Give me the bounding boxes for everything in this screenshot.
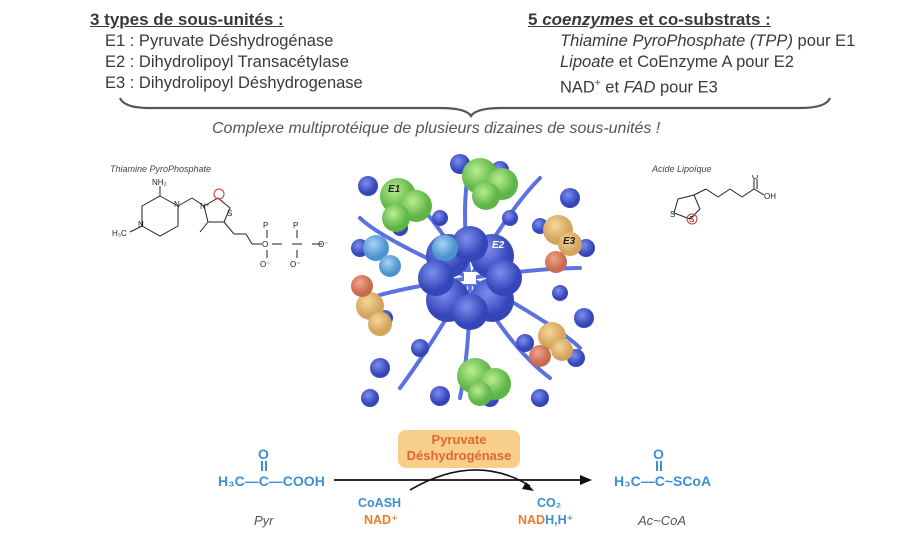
label-e3: E3 [563,236,576,247]
acetylcoa-formula: H₃C—C~SCoA [614,473,712,489]
coash-label: CoASH [358,496,402,510]
label-e1: E1 [388,184,401,195]
acetylcoa-double-bond-a [656,461,658,471]
nadh-nad-part: NAD [518,513,546,527]
reaction-arrows [334,469,592,491]
tpp-atom-h3c: H₃C [112,229,127,238]
tpp-atom-om2: O⁻ [290,260,300,269]
acetylcoa-carbonyl-o: O [653,446,664,462]
coenzymes-header: 5 coenzymes et co-substrats : [528,10,771,30]
complex-subtitle: Complexe multiprotéique de plusieurs diz… [212,120,661,137]
coenzymes-word: coenzymes [542,10,634,29]
fad-name: FAD [623,78,656,97]
lipoic-atom-s2: S [689,215,694,224]
acetylcoa-double-bond-b [660,461,662,471]
co2-label: CO₂ [537,496,562,510]
coenzymes-rest: et co-substrats : [633,10,771,29]
pyruvate-double-bond-a [261,461,263,471]
side-arrow-head [522,482,534,491]
subunit-e2: E2 : Dihydrolipoyl Transacétylase [105,53,349,71]
tpp-name: Thiamine PyroPhosphate (TPP) [560,32,793,50]
tpp-atom-p1: P [263,221,268,230]
tpp-structure: NH₂ N N H₃C N⁺ S O P P O⁻ O⁻ O⁻ [112,178,328,269]
tpp-atom-p2: P [293,221,298,230]
enzyme-name-line2: Déshydrogénase [406,448,512,463]
tpp-atom-n2: N [138,220,144,229]
nad-in-label: NAD⁺ [364,513,398,527]
enzyme-badge: Pyruvate Déshydrogénase [398,430,520,468]
subunit-e1: E1 : Pyruvate Déshydrogénase [105,32,334,50]
nad-fad-target: pour E3 [655,78,718,97]
lipoic-atom-o: O [752,175,758,181]
tpp-atom-nh2: NH₂ [152,178,167,187]
tpp-target: pour E1 [792,32,856,50]
pyruvate-double-bond-b [265,461,267,471]
lipoic-structure: S S O OH [670,175,776,225]
lipoic-label: Acide Lipoïque [652,164,712,174]
tpp-atom-s: S [227,209,232,218]
label-e2: E2 [492,240,505,251]
subunits-header: 3 types de sous-unités : [90,10,284,29]
nadh-h-part: H,H⁺ [545,513,574,527]
pyruvate-carbonyl-o: O [258,446,269,462]
lipoic-atom-s1: S [670,210,675,219]
nad-name: NAD [560,78,595,97]
tpp-atom-om3: O⁻ [318,240,328,249]
coenzymes-count: 5 [528,10,543,29]
pdh-complex-illustration: E1 E2 E3 [351,154,595,407]
tpp-atom-o: O [262,240,268,249]
pyruvate-formula: H₃C—C—COOH [218,473,325,489]
main-arrow-head [580,475,592,485]
coenzyme-tpp-line: Thiamine PyroPhosphate (TPP) pour E1 [560,31,855,52]
nad-charge: + [594,78,601,89]
nadh-label: NADH,H⁺ [518,512,573,527]
lipoic-atom-oh: OH [764,192,776,201]
pyruvate-name: Pyr [254,513,274,528]
coenzyme-lipoate-line: Lipoate et CoEnzyme A pour E2 [560,52,794,73]
lipoate-name: Lipoate [560,53,615,71]
tpp-atom-om1: O⁻ [260,260,270,269]
acetylcoa-name: Ac~CoA [638,513,687,528]
lipoate-target: et CoEnzyme A pour E2 [614,53,794,71]
tpp-label: Thiamine PyroPhosphate [110,164,212,174]
curly-brace [118,97,832,119]
tpp-atom-n1: N [174,200,180,209]
nad-fad-and: et [600,78,624,97]
coenzyme-nad-fad-line: NAD+ et FAD pour E3 [560,73,718,99]
subunit-e3: E3 : Dihydrolipoyl Déshydrogenase [105,74,363,92]
tpp-atom-nplus: N⁺ [200,202,210,211]
enzyme-name-line1: Pyruvate [431,432,487,447]
